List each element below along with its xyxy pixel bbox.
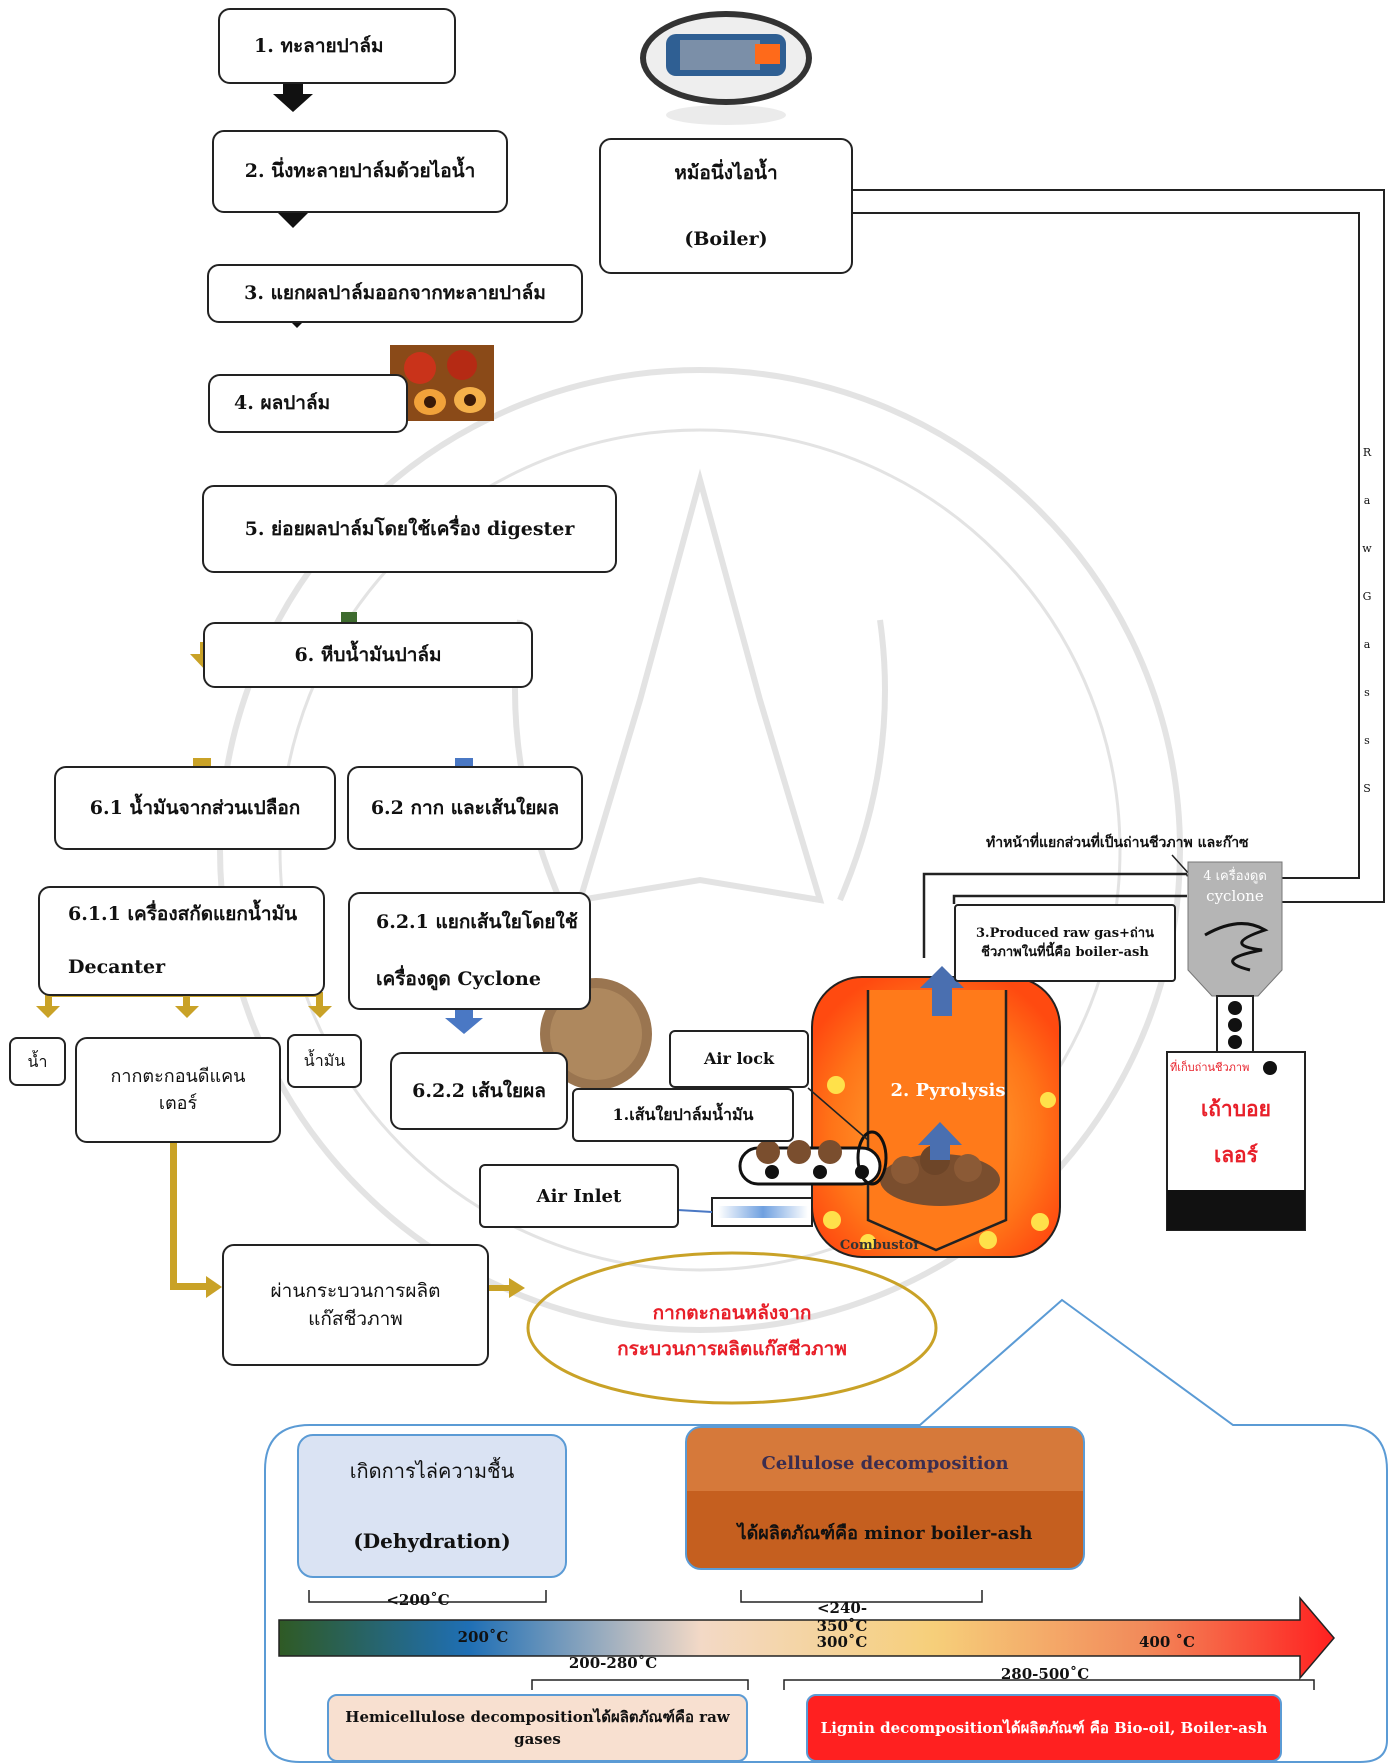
boiler-box: หม้อนึ่งไอน้ำ (Boiler) [599, 138, 853, 274]
conveyor [738, 1130, 888, 1186]
cyclone-line-1: 4 เครื่องดูด [1203, 869, 1267, 884]
fruit-fiber-label: 6.2.2 เส้นใยผล [412, 1079, 546, 1102]
palm-fiber-box: 1.เส้นใยปาล์มน้ำมัน [572, 1088, 794, 1142]
air-inlet-box: Air Inlet [479, 1164, 679, 1228]
cellulose-line-2: ได้ผลิตภัณฑ์คือ minor boiler-ash [737, 1522, 1033, 1544]
cyclone-note: ทำหน้าที่แยกส่วนที่เป็นถ่านชีวภาพ และก๊า… [986, 835, 1249, 851]
step-1-box: 1. ทะลายปาล์ม [218, 8, 456, 84]
cyclone-shape [1187, 861, 1283, 1053]
step-2-box: 2. นึ่งทะลายปาล์มด้วยไอน้ำ [212, 130, 508, 213]
temp-300: 300˚C [816, 1633, 868, 1651]
step-5-box: 5. ย่อยผลปาล์มโดยใช้เครื่อง digester [202, 485, 617, 573]
raw-gas-letter: S [1363, 782, 1371, 795]
temp-400: 400 ˚C [1139, 1633, 1195, 1651]
cyclone-separation-line-1: 6.2.1 แยกเส้นใยโดยใช้ [376, 911, 578, 934]
lignin-label: Lignin decompositionได้ผลิตภัณฑ์ คือ Bio… [820, 1718, 1268, 1737]
boiler-en: (Boiler) [684, 227, 768, 250]
raw-gas-letter: G [1362, 590, 1372, 603]
oil-box: น้ำมัน [287, 1034, 362, 1088]
pyrolysis-label: 2. Pyrolysis [890, 1080, 1006, 1101]
dehydration-line-2: (Dehydration) [353, 1529, 511, 1553]
range-280-500: 280-500˚C [1000, 1665, 1090, 1683]
step-3-box: 3. แยกผลปาล์มออกจากทะลายปาล์ม [207, 264, 583, 323]
palm-fiber-label: 1.เส้นใยปาล์มน้ำมัน [612, 1105, 754, 1124]
step-6-2-box: 6.2 กาก และเส้นใยผล [347, 766, 583, 850]
raw-gas-letter: s [1364, 734, 1370, 747]
air-lock-box: Air lock [669, 1030, 809, 1088]
residue-line-2: กระบวนการผลิตแก๊สชีวภาพ [617, 1338, 847, 1361]
range-brackets [308, 1590, 1315, 1690]
step-6-label: 6. หีบน้ำมันปาล์ม [294, 643, 442, 666]
range-240-350: <240-350˚C [816, 1599, 868, 1635]
water-box: น้ำ [9, 1037, 66, 1086]
water-label: น้ำ [27, 1051, 48, 1071]
decanter-line-2: Decanter [68, 956, 166, 979]
cyclone-separation-box: 6.2.1 แยกเส้นใยโดยใช้ เครื่องดูด Cyclone [348, 892, 591, 1010]
step-5-label: 5. ย่อยผลปาล์มโดยใช้เครื่อง digester [244, 517, 575, 540]
boiler-ash-label: เถ้าบอย เลอร์ [1168, 1086, 1304, 1178]
watermark-seal [217, 367, 1183, 1333]
residue-line-1: กากตะกอนหลังจาก [652, 1302, 812, 1324]
biogas-process-line-2: แก๊สชีวภาพ [308, 1308, 403, 1330]
cyclone-line-2: cyclone [1206, 887, 1264, 906]
dehydration-line-1: เกิดการไล่ความชื้น [349, 1459, 515, 1483]
step-6-1-box: 6.1 น้ำมันจากส่วนเปลือก [54, 766, 336, 850]
cyclone-label: 4 เครื่องดูด cyclone [1188, 868, 1282, 907]
decanter-cake-line-2: เตอร์ [158, 1093, 198, 1114]
boiler-ash-line-1: เถ้าบอย [1201, 1096, 1271, 1121]
decanter-line-1: 6.1.1 เครื่องสกัดแยกน้ำมัน [68, 903, 298, 926]
range-lt200: <200˚C [386, 1591, 450, 1609]
temp-200: 200˚C [457, 1628, 509, 1646]
step-4-label: 4. ผลปาล์ม [234, 392, 331, 415]
cyclone-separation-line-2: เครื่องดูด Cyclone [376, 968, 541, 991]
decanter-cake-line-1: กากตะกอนดีแคน [110, 1066, 246, 1087]
ash-storage [1166, 1051, 1306, 1231]
step-4-box: 4. ผลปาล์ม [208, 374, 408, 433]
raw-gas-letter: s [1364, 686, 1370, 699]
ash-store-label: ที่เก็บถ่านชีวภาพ [1170, 1061, 1250, 1074]
temperature-arrow [278, 1595, 1335, 1681]
boiler-name: หม้อนึ่งไอน้ำ [674, 161, 778, 184]
produced-gas-line-1: 3.Produced raw gas+ถ่าน [976, 925, 1154, 941]
air-lock-label: Air lock [703, 1049, 775, 1068]
fruit-fiber-box: 6.2.2 เส้นใยผล [390, 1052, 568, 1130]
boiler-icon [640, 11, 812, 125]
raw-gas-letter: a [1363, 638, 1371, 651]
decanter-box: 6.1.1 เครื่องสกัดแยกน้ำมัน Decanter [38, 886, 325, 996]
step-2-label: 2. นึ่งทะลายปาล์มด้วยไอน้ำ [244, 160, 476, 183]
dehydration-box: เกิดการไล่ความชื้น (Dehydration) [297, 1434, 567, 1578]
raw-gas-letter: w [1362, 542, 1372, 555]
lignin-box: Lignin decompositionได้ผลิตภัณฑ์ คือ Bio… [806, 1694, 1282, 1762]
oil-label: น้ำมัน [303, 1051, 346, 1070]
cellulose-line-1: Cellulose decomposition [761, 1452, 1009, 1474]
produced-gas-line-2: ชีวภาพในที่นี้คือ boiler-ash [981, 945, 1149, 960]
combustor-label: Combustor [839, 1238, 921, 1253]
step-6-box: 6. หีบน้ำมันปาล์ม [203, 622, 533, 688]
hemicellulose-label: Hemicellulose decompositionได้ผลิตภัณฑ์ค… [345, 1707, 730, 1749]
range-200-280: 200-280˚C [568, 1654, 658, 1672]
step-3-label: 3. แยกผลปาล์มออกจากทะลายปาล์ม [244, 282, 546, 305]
biogas-process-box: ผ่านกระบวนการผลิต แก๊สชีวภาพ [222, 1244, 489, 1366]
raw-gas-letter: a [1363, 494, 1371, 507]
pyrolysis-reactor [811, 966, 1061, 1258]
boiler-ash-line-2: เลอร์ [1214, 1142, 1258, 1168]
produced-gas-box: 3.Produced raw gas+ถ่าน ชีวภาพในที่นี้คื… [954, 904, 1176, 982]
cellulose-box: Cellulose decomposition ได้ผลิตภัณฑ์คือ … [685, 1426, 1085, 1570]
biogas-process-line-1: ผ่านกระบวนการผลิต [270, 1279, 441, 1302]
residue-ellipse [526, 1251, 938, 1405]
air-inlet-label: Air Inlet [536, 1185, 622, 1207]
step-1-label: 1. ทะลายปาล์ม [254, 34, 384, 57]
step-6-1-label: 6.1 น้ำมันจากส่วนเปลือก [89, 796, 301, 819]
hemicellulose-box: Hemicellulose decompositionได้ผลิตภัณฑ์ค… [327, 1694, 748, 1762]
decanter-cake-box: กากตะกอนดีแคน เตอร์ [75, 1037, 281, 1143]
raw-gas-pipe [853, 189, 1385, 903]
raw-gas-letter: R [1362, 446, 1372, 459]
step-6-2-label: 6.2 กาก และเส้นใยผล [370, 796, 560, 819]
residue-label: กากตะกอนหลังจาก กระบวนการผลิตแก๊สชีวภาพ [560, 1295, 904, 1367]
